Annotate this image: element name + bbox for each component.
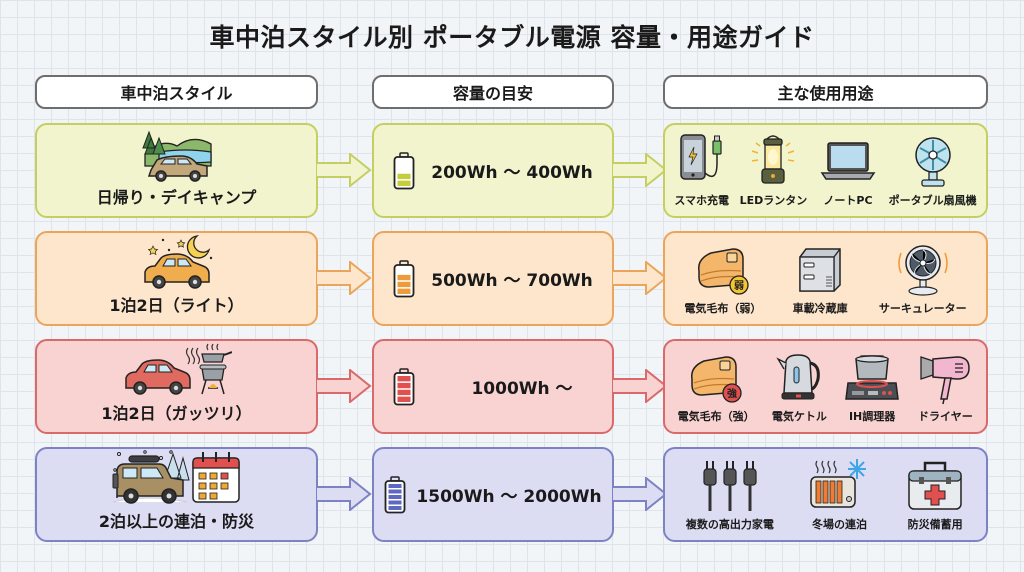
suv-calendar-icon: [111, 448, 243, 506]
use-item: LEDランタン: [739, 132, 808, 208]
battery-segment: [397, 288, 411, 294]
laptop-icon: [818, 132, 878, 190]
capacity-label: 1000Wh ～: [471, 379, 573, 399]
style-label: 1泊2日（ガッツリ）: [101, 404, 252, 423]
use-label: 電気毛布（強）: [677, 410, 755, 423]
use-label: スマホ充電: [674, 194, 729, 207]
style-box-one-night-light: 1泊2日（ライト）: [35, 231, 318, 326]
use-item: 冬場の連泊: [807, 456, 871, 532]
battery-segment: [397, 281, 411, 287]
arrow-right-icon: [612, 153, 668, 187]
battery-segment: [388, 505, 402, 510]
first-aid-kit-icon: [905, 456, 965, 514]
header-uses: 主な使用用途: [663, 75, 988, 109]
arrow-right-icon: [316, 477, 372, 511]
battery-segment: [388, 483, 402, 488]
battery-segment: [388, 500, 402, 504]
battery-icon: [393, 259, 415, 298]
capacity-label: 500Wh ～ 700Wh: [431, 271, 593, 291]
use-label: 複数の高出力家電: [685, 518, 774, 531]
use-label: 電気毛布（弱）: [684, 302, 762, 315]
use-label: ノートPC: [823, 194, 873, 207]
use-label: 車載冷蔵庫: [792, 302, 848, 315]
page-title: 車中泊スタイル別 ポータブル電源 容量・用途ガイド: [209, 23, 815, 52]
arrow-right-icon: [316, 153, 372, 187]
arrow-right-icon: [316, 369, 372, 403]
battery-icon: [384, 475, 406, 514]
uses-box-multi-night-disaster: 複数の高出力家電 冬場の連泊 防災備蓄用: [663, 447, 988, 542]
electric-blanket-low-icon: 弱: [693, 240, 753, 298]
capacity-label: 200Wh ～ 400Wh: [431, 163, 593, 183]
car-fridge-icon: [792, 240, 848, 298]
use-item: 車載冷蔵庫: [792, 240, 848, 316]
battery-icon: [393, 151, 415, 190]
battery-segment: [397, 382, 411, 388]
style-label: 日帰り・デイキャンプ: [96, 188, 257, 207]
capacity-box-day-trip: 200Wh ～ 400Wh: [372, 123, 614, 218]
use-item: ドライヤー: [917, 348, 973, 424]
battery-icon: [393, 367, 415, 406]
use-item: サーキュレーター: [879, 240, 967, 316]
capacity-box-one-night-heavy: 1000Wh ～: [372, 339, 614, 434]
badge-text: 弱: [734, 280, 744, 292]
battery-segment: [397, 396, 411, 402]
arrow-right-icon: [612, 261, 668, 295]
use-label: IH調理器: [848, 410, 896, 423]
use-item: 防災備蓄用: [905, 456, 965, 532]
ih-cooker-icon: [844, 348, 900, 406]
capacity-box-one-night-light: 500Wh ～ 700Wh: [372, 231, 614, 326]
car-lake-icon: [141, 124, 213, 182]
uses-box-day-trip: スマホ充電 LEDランタン ノートPC ポータブル扇風機: [663, 123, 988, 218]
arrow-right-icon: [316, 261, 372, 295]
battery-segment: [388, 489, 402, 493]
battery-segment: [397, 389, 411, 395]
capacity-box-multi-night-disaster: 1500Wh ～ 2000Wh: [372, 447, 614, 542]
use-label: ドライヤー: [918, 410, 973, 423]
use-item: 複数の高出力家電: [686, 456, 774, 532]
kettle-icon: [774, 348, 824, 406]
header-style: 車中泊スタイル: [35, 75, 318, 109]
use-label: LEDランタン: [739, 194, 808, 207]
use-item: ノートPC: [818, 132, 878, 208]
use-item: 電気ケトル: [772, 348, 827, 424]
heater-snow-icon: [807, 456, 871, 514]
battery-segment: [397, 180, 411, 186]
arrow-right-icon: [612, 369, 668, 403]
smartphone-charging-icon: [677, 132, 727, 190]
power-plugs-icon: [698, 456, 762, 514]
style-label: 2泊以上の連泊・防災: [98, 512, 255, 531]
header-capacity: 容量の目安: [372, 75, 614, 109]
style-box-one-night-heavy: 1泊2日（ガッツリ）: [35, 339, 318, 434]
badge-text: 強: [727, 387, 737, 400]
lantern-icon: [748, 132, 798, 190]
use-label: サーキュレーター: [878, 302, 967, 315]
use-item: 弱 電気毛布（弱）: [684, 240, 761, 316]
car-cooking-icon: [122, 340, 232, 398]
electric-blanket-high-icon: 強: [686, 348, 746, 406]
circulator-icon: [895, 240, 951, 298]
uses-box-one-night-heavy: 強 電気毛布（強） 電気ケトル IH調理器 ドライヤー: [663, 339, 988, 434]
use-label: 電気ケトル: [771, 410, 827, 423]
battery-segment: [388, 494, 402, 499]
uses-box-one-night-light: 弱 電気毛布（弱） 車載冷蔵庫 サーキュレーター: [663, 231, 988, 326]
use-label: 冬場の連泊: [811, 518, 867, 531]
hair-dryer-icon: [917, 348, 973, 406]
car-night-icon: [139, 232, 215, 290]
capacity-label: 1500Wh ～ 2000Wh: [416, 487, 602, 507]
use-item: IH調理器: [844, 348, 900, 424]
style-box-multi-night-disaster: 2泊以上の連泊・防災: [35, 447, 318, 542]
use-label: ポータブル扇風機: [888, 194, 977, 207]
battery-segment: [397, 173, 411, 179]
battery-segment: [397, 375, 411, 381]
arrow-right-icon: [612, 477, 668, 511]
desk-fan-icon: [908, 132, 958, 190]
use-item: スマホ充電: [674, 132, 729, 208]
use-item: 強 電気毛布（強）: [678, 348, 755, 424]
use-label: 防災備蓄用: [907, 518, 963, 531]
style-box-day-trip: 日帰り・デイキャンプ: [35, 123, 318, 218]
style-label: 1泊2日（ライト）: [109, 296, 244, 315]
battery-segment: [397, 274, 411, 280]
use-item: ポータブル扇風機: [889, 132, 977, 208]
